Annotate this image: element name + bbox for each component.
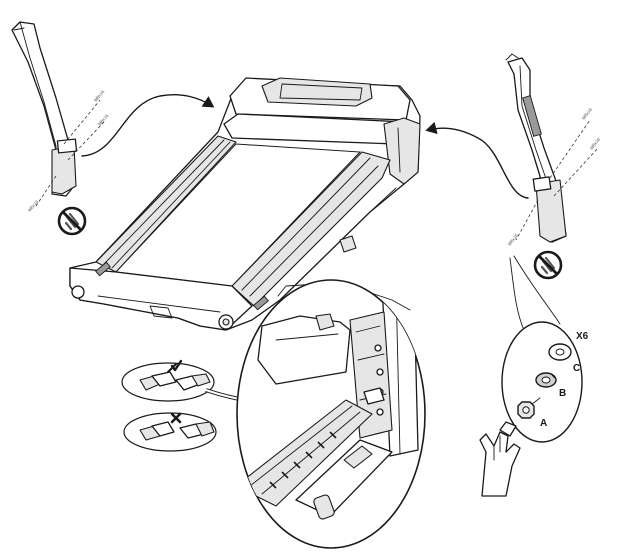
- hardware-detail: X6 C B A: [501, 255, 589, 443]
- right-install-arrow: [425, 121, 529, 199]
- svg-text:M8x16: M8x16: [589, 137, 602, 151]
- svg-text:M8x16: M8x16: [581, 107, 594, 121]
- svg-text:M8x16: M8x16: [97, 113, 110, 127]
- left-install-arrow: [81, 94, 215, 157]
- flat-washer: [548, 343, 572, 361]
- right-upright-post: M8x16 M8x16 M8x16: [505, 53, 602, 247]
- svg-text:M8x16: M8x16: [27, 199, 40, 213]
- washer-b-label: B: [559, 388, 566, 399]
- cross-mark-icon: [170, 412, 182, 424]
- left-upright-post: M8x16 M8x16 M8x16: [11, 21, 110, 213]
- cable-connector-incorrect: [123, 412, 217, 452]
- zoom-detail: [236, 279, 426, 549]
- spring-washer: [535, 372, 557, 388]
- washer-quantity-label: X6: [576, 331, 589, 342]
- treadmill-base: [69, 77, 421, 331]
- cable-connector-correct: [121, 362, 215, 402]
- check-mark-icon: [170, 359, 183, 372]
- no-tool-icon: [533, 250, 563, 280]
- washer-c-label: C: [573, 363, 580, 374]
- bolt-a-label: A: [540, 418, 547, 429]
- hex-bolt: [517, 397, 541, 419]
- rail-tread-marks: [269, 431, 337, 489]
- svg-text:M8x16: M8x16: [507, 233, 520, 247]
- no-tool-icon: [57, 206, 87, 236]
- hand-icon: [479, 421, 521, 497]
